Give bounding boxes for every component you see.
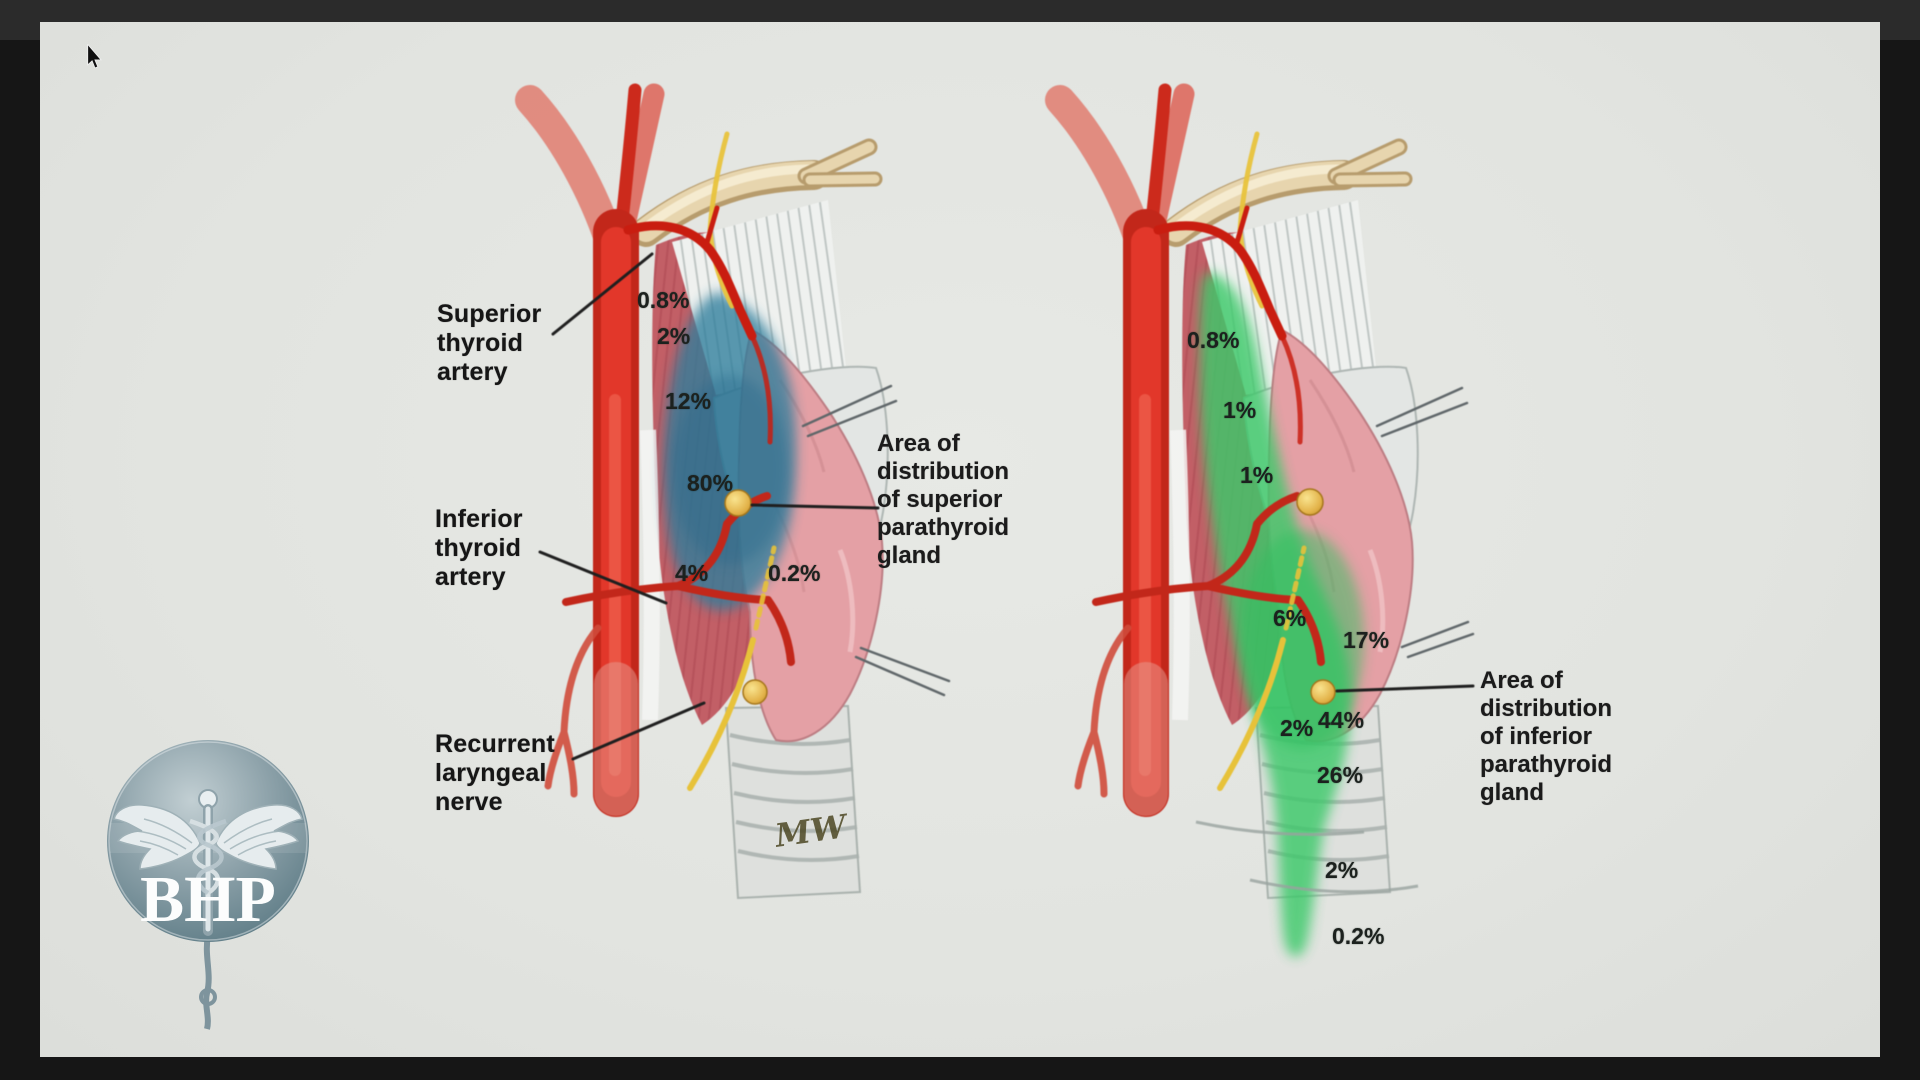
- percentage-label: 0.2%: [768, 560, 821, 586]
- percentage-label: 26%: [1317, 762, 1364, 788]
- percentage-label: 12%: [665, 388, 712, 414]
- percentage-label: 4%: [675, 560, 709, 586]
- percentage-label: 1%: [1223, 397, 1257, 423]
- label-superior-thyroid-artery: Superior thyroid artery: [437, 300, 542, 386]
- forceps-pointer-lines: [801, 384, 1475, 697]
- percentage-label: 1%: [1240, 462, 1274, 488]
- annotation-inferior-parathyroid-area: Area of distribution of inferior parathy…: [1480, 667, 1613, 806]
- percentage-label: 2%: [1325, 857, 1359, 883]
- left-figure-illustration: [530, 90, 888, 898]
- superior-parathyroid-gland-dot: [1296, 488, 1324, 516]
- percentage-label: 0.8%: [637, 287, 690, 313]
- label-inferior-thyroid-artery: Inferior thyroid artery: [435, 505, 523, 591]
- percentage-label: 44%: [1318, 707, 1365, 733]
- mouse-cursor: [87, 44, 102, 69]
- inferior-parathyroid-gland-dot: [742, 679, 768, 705]
- percentage-label: 17%: [1343, 627, 1390, 653]
- caduceus-icon: [113, 789, 303, 936]
- label-pointer-lines: [538, 252, 1475, 761]
- percentage-label: 2%: [657, 323, 691, 349]
- inferior-parathyroid-gland-dot: [1310, 679, 1336, 705]
- right-figure-illustration: [1060, 90, 1418, 957]
- percentage-label: 0.8%: [1187, 327, 1240, 353]
- caduceus-tail: [203, 934, 212, 1030]
- logo-text: BHP: [140, 863, 276, 936]
- percentage-label: 0.2%: [1332, 923, 1385, 949]
- label-recurrent-laryngeal-nerve: Recurrent laryngeal nerve: [435, 730, 555, 816]
- percentage-label: 80%: [687, 470, 734, 496]
- superior-parathyroid-gland-dot: [724, 489, 752, 517]
- annotation-superior-parathyroid-area: Area of distribution of superior parathy…: [877, 430, 1010, 569]
- anatomy-illustrations: [40, 22, 1475, 957]
- bhp-logo: BHP: [107, 740, 309, 1030]
- percentage-label: 6%: [1273, 605, 1307, 631]
- slide: Superior thyroid artery Inferior thyroid…: [40, 22, 1880, 1057]
- percentage-label: 2%: [1280, 715, 1314, 741]
